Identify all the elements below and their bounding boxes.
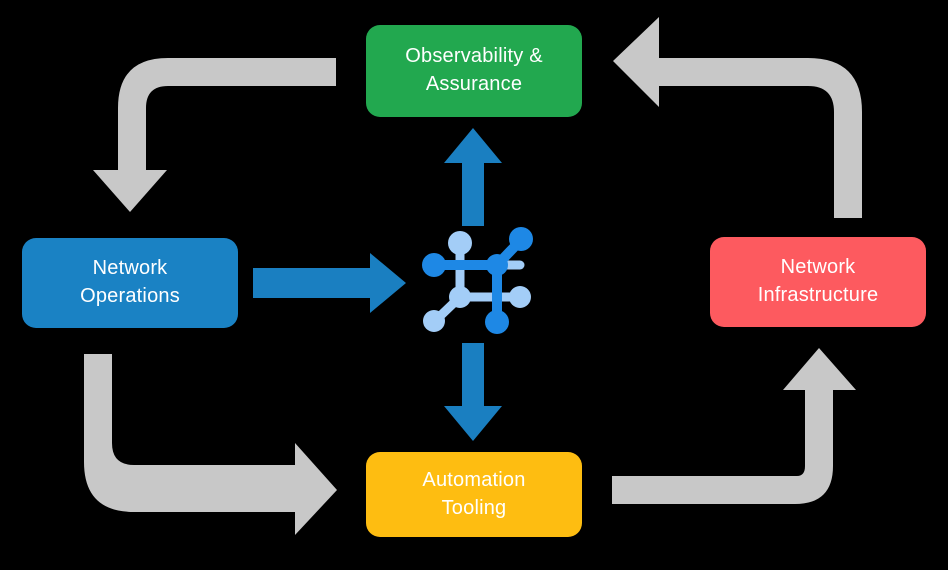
blue-arrow-center-to-automation	[444, 343, 502, 441]
box-observability-assurance[interactable]: Observability & Assurance	[366, 25, 582, 117]
gray-arrow-observability-to-operations	[93, 58, 336, 212]
blue-arrow-operations-to-center	[253, 253, 406, 313]
gray-arrow-automation-to-infrastructure	[612, 348, 856, 504]
gray-arrow-operations-to-automation	[84, 354, 337, 535]
box-network-infrastructure[interactable]: Network Infrastructure	[710, 237, 926, 327]
box-automation-tooling[interactable]: Automation Tooling	[366, 452, 582, 537]
blue-arrow-center-to-observability	[444, 128, 502, 226]
gray-arrow-infrastructure-to-observability	[613, 17, 862, 218]
box-network-operations[interactable]: Network Operations	[22, 238, 238, 328]
network-topology-icon	[422, 227, 533, 334]
